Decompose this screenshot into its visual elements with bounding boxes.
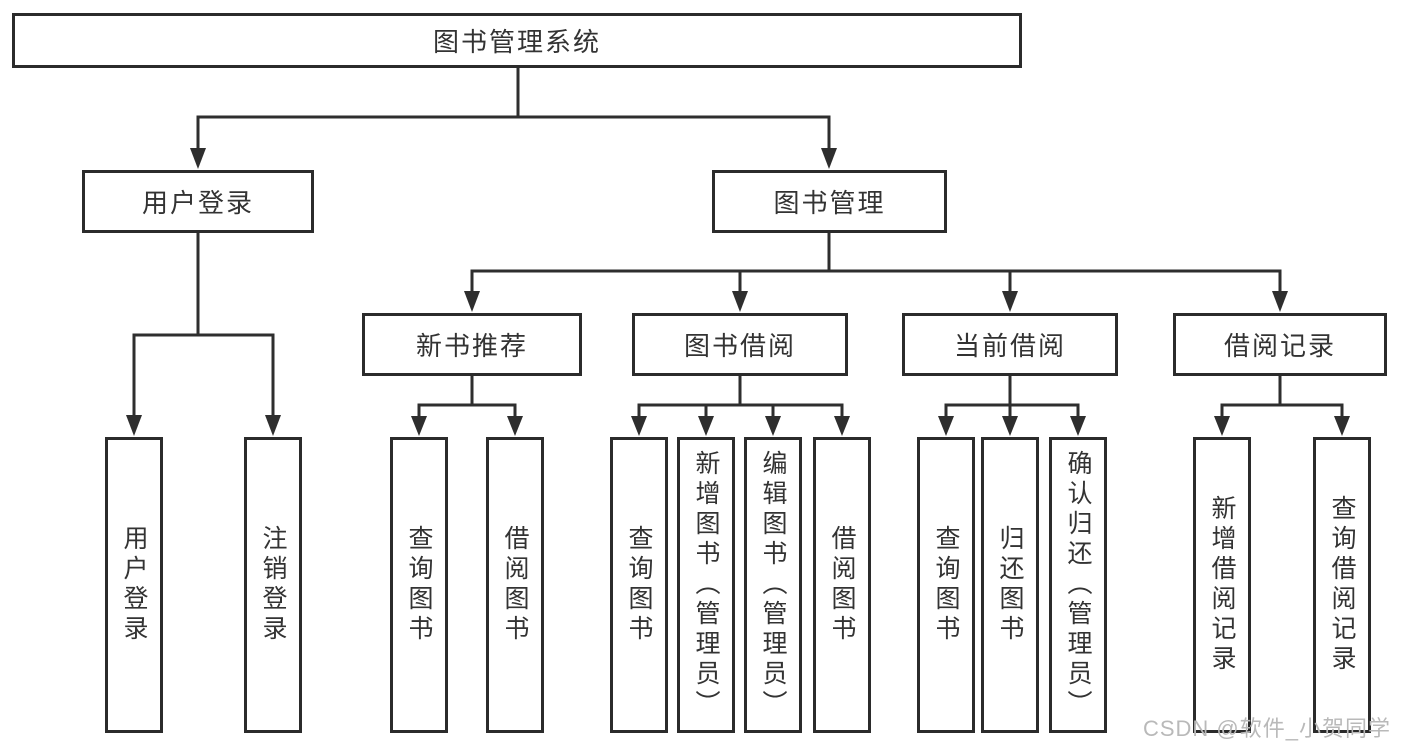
connector-new-book-recommend-split [411,374,523,436]
connector-book-borrow-split [631,374,850,436]
leaf-records-add-record: 新增借阅记录 [1193,437,1251,733]
connector-current-borrow-split [938,374,1086,436]
node-new-book-recommend: 新书推荐 [362,313,582,376]
leaf-borrow-add-books-admin: 新增图书（管理员） [677,437,735,733]
csdn-watermark: CSDN @软件_小贺同学 [1142,716,1391,741]
node-current-borrow: 当前借阅 [902,313,1118,376]
leaf-current-query-books: 查询图书 [917,437,975,733]
leaf-current-return-books: 归还图书 [981,437,1039,733]
leaf-recommend-borrow-books: 借阅图书 [486,437,544,733]
leaf-user-login: 用户登录 [105,437,163,733]
leaf-borrow-borrow-books: 借阅图书 [813,437,871,733]
leaf-logout: 注销登录 [244,437,302,733]
node-root-library-system: 图书管理系统 [12,13,1022,68]
connector-user-login-split [126,231,281,436]
leaf-borrow-edit-books-admin: 编辑图书（管理员） [744,437,802,733]
connector-root-split [190,66,837,169]
leaf-records-query-record: 查询借阅记录 [1313,437,1371,733]
node-book-management: 图书管理 [712,170,947,233]
node-user-login: 用户登录 [82,170,314,233]
connector-book-management-split [464,231,1288,312]
leaf-current-confirm-return-admin: 确认归还（管理员） [1049,437,1107,733]
node-borrow-records: 借阅记录 [1173,313,1387,376]
node-book-borrow: 图书借阅 [632,313,848,376]
leaf-borrow-query-books: 查询图书 [610,437,668,733]
leaf-recommend-query-books: 查询图书 [390,437,448,733]
connector-borrow-records-split [1214,374,1350,436]
